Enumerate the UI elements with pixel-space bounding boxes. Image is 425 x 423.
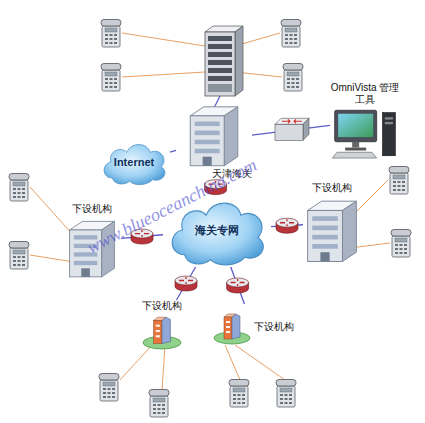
network-node: 海关专网: [163, 193, 271, 267]
node-label: 下设机构: [252, 321, 294, 333]
server-rack: [205, 26, 243, 96]
network-node: OmniVista 管理工具: [330, 82, 400, 160]
router-symbol: [227, 278, 249, 293]
switch-symbol: [275, 118, 309, 140]
network-link: [215, 180, 217, 193]
router-symbol: [205, 180, 227, 195]
telephone-set: [9, 20, 411, 418]
node-graphic: [63, 215, 121, 279]
network-node: 下设机构: [212, 304, 294, 350]
node-label: 下设机构: [63, 203, 121, 215]
rack-link: [214, 96, 220, 108]
network-node: 天津海关: [176, 100, 252, 180]
building-icon: [63, 215, 121, 279]
router-symbol: [131, 229, 153, 244]
building-icon: [303, 194, 361, 264]
network-node: 下设机构: [303, 182, 361, 264]
node-graphic: [330, 106, 400, 160]
node-graphic: [212, 304, 252, 350]
network-link: [271, 225, 303, 227]
node-label: 下设机构: [136, 300, 188, 312]
node-graphic: [136, 312, 188, 350]
building-icon: [176, 100, 252, 168]
label-column: 下设机构: [252, 304, 294, 350]
node-graphic: [303, 194, 361, 264]
computer-icon: [330, 106, 400, 160]
network-link: [176, 267, 195, 300]
node-graphic: [176, 100, 252, 168]
router-symbol: [175, 276, 197, 291]
network-node: 下设机构: [63, 203, 121, 279]
network-link: [121, 235, 163, 239]
network-node: Internet: [98, 138, 170, 186]
branch-icon: [212, 304, 252, 350]
router-symbol: [276, 218, 298, 233]
node-label: OmniVista 管理工具: [330, 82, 400, 106]
branch-icon: [136, 312, 188, 350]
network-link: [170, 150, 176, 152]
network-node: 下设机构: [136, 300, 188, 350]
node-label: 海关专网: [195, 224, 239, 236]
node-label: 天津海关: [212, 168, 252, 180]
node-label: Internet: [114, 156, 154, 168]
network-link: [231, 267, 245, 304]
node-label: 下设机构: [303, 182, 361, 194]
network-link: [252, 125, 330, 135]
